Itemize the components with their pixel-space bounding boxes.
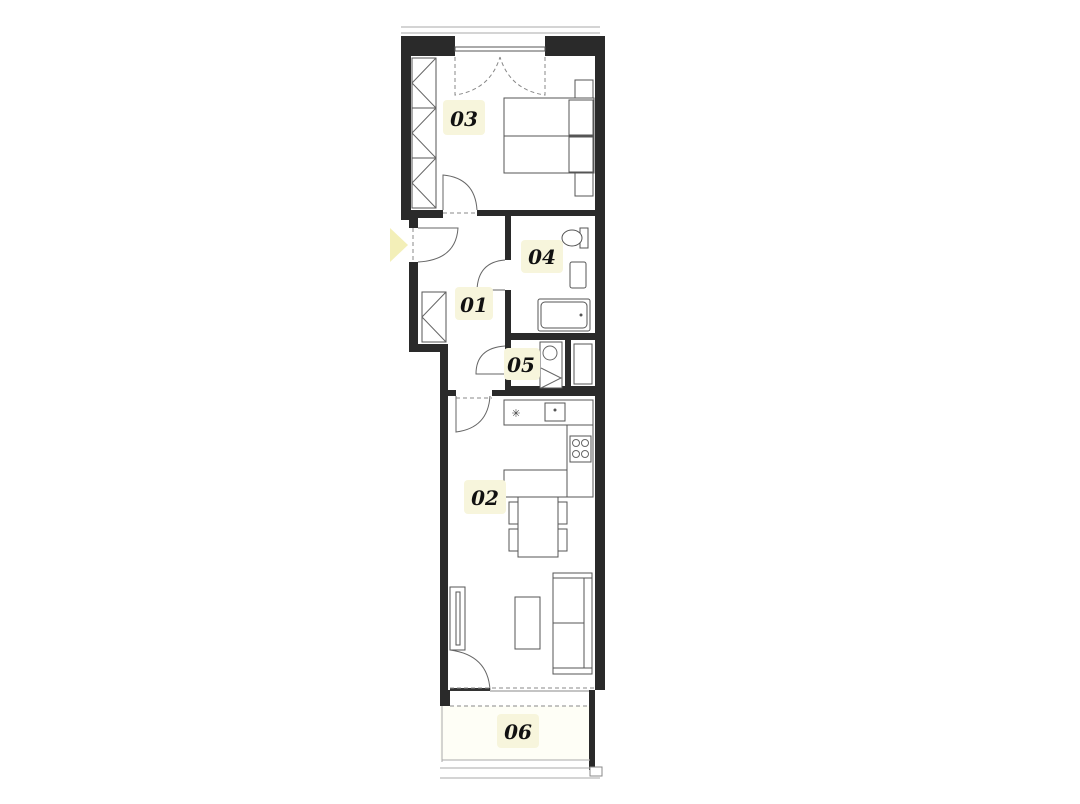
balcony-door[interactable] bbox=[449, 649, 491, 691]
utility-door[interactable] bbox=[475, 345, 506, 375]
tv-unit bbox=[449, 586, 466, 651]
sofa bbox=[552, 572, 593, 675]
wardrobe bbox=[411, 57, 437, 209]
fridge-icon: ✳ bbox=[511, 407, 520, 420]
balcony-door-right bbox=[499, 56, 546, 96]
window bbox=[454, 46, 546, 52]
room-03-bedroom: 03 bbox=[401, 36, 605, 391]
hall-wardrobe bbox=[421, 291, 447, 343]
room-02-living-kitchen: ✳ bbox=[440, 390, 605, 708]
room-04-bathroom: 04 bbox=[505, 227, 597, 340]
room-label-03: 03 bbox=[450, 107, 478, 131]
double-bed bbox=[503, 79, 595, 197]
washing-machine bbox=[539, 341, 563, 389]
kitchen-counter: ✳ bbox=[503, 399, 594, 498]
cooktop bbox=[569, 435, 592, 463]
room-06-balcony: 06 bbox=[440, 690, 603, 779]
coffee-table bbox=[514, 596, 541, 650]
bathtub bbox=[537, 298, 591, 332]
entrance-marker bbox=[390, 228, 408, 262]
room-05-utility: 05 bbox=[475, 340, 597, 392]
room-label-01: 01 bbox=[460, 293, 488, 317]
top-railing bbox=[401, 26, 600, 34]
room-label-04: 04 bbox=[528, 245, 556, 269]
shaft bbox=[573, 343, 593, 385]
balcony-door-left bbox=[454, 56, 501, 96]
washbasin bbox=[569, 261, 587, 289]
living-door[interactable] bbox=[455, 395, 491, 433]
room-label-02: 02 bbox=[471, 486, 499, 510]
room-label-05: 05 bbox=[507, 353, 535, 377]
toilet bbox=[561, 227, 589, 249]
sink bbox=[544, 402, 566, 422]
bedroom-door[interactable] bbox=[442, 174, 478, 211]
entrance-door[interactable] bbox=[417, 227, 459, 263]
dining-table bbox=[508, 496, 568, 558]
room-01-hall: 01 bbox=[390, 214, 511, 704]
bathroom-door[interactable] bbox=[476, 259, 506, 291]
room-label-06: 06 bbox=[504, 720, 532, 744]
